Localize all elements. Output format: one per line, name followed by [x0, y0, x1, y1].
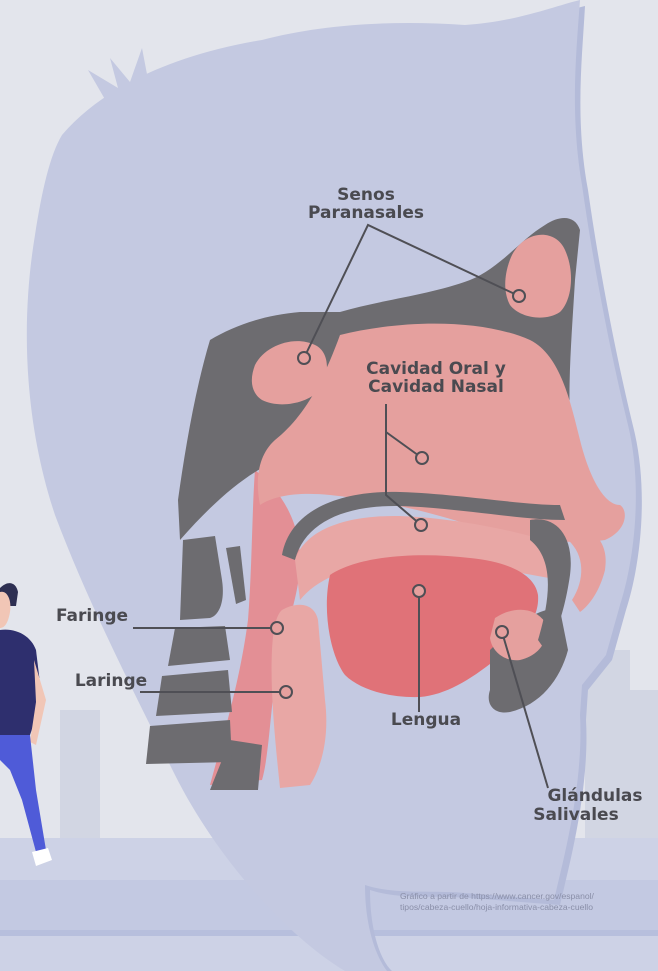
label-lengua: Lengua — [391, 710, 461, 730]
label-cavidad-line1: Cavidad Oral y — [366, 359, 506, 379]
marker-salivary — [496, 626, 508, 638]
credit-line-2: tipos/cabeza-cuello/hoja-informativa-cab… — [400, 902, 658, 913]
label-laringe: Laringe — [75, 671, 147, 691]
marker-sinus-frontal — [513, 290, 525, 302]
label-cavidad-line2: Cavidad Nasal — [368, 377, 504, 397]
label-senos-line2: Paranasales — [308, 203, 424, 223]
marker-sinus-maxillary — [298, 352, 310, 364]
marker-nasal-cavity — [416, 452, 428, 464]
label-glandulas-line1: Glándulas — [547, 786, 642, 806]
label-glandulas-line2: Salivales — [533, 805, 618, 825]
credit-line-1: Gráfico a partir de https://www.cancer.g… — [400, 891, 658, 902]
marker-oral-cavity — [415, 519, 427, 531]
marker-pharynx — [271, 622, 283, 634]
marker-larynx — [280, 686, 292, 698]
marker-tongue — [413, 585, 425, 597]
source-credit: Gráfico a partir de https://www.cancer.g… — [400, 891, 658, 913]
label-faringe: Faringe — [56, 606, 128, 626]
label-senos-line1: Senos — [337, 185, 395, 205]
